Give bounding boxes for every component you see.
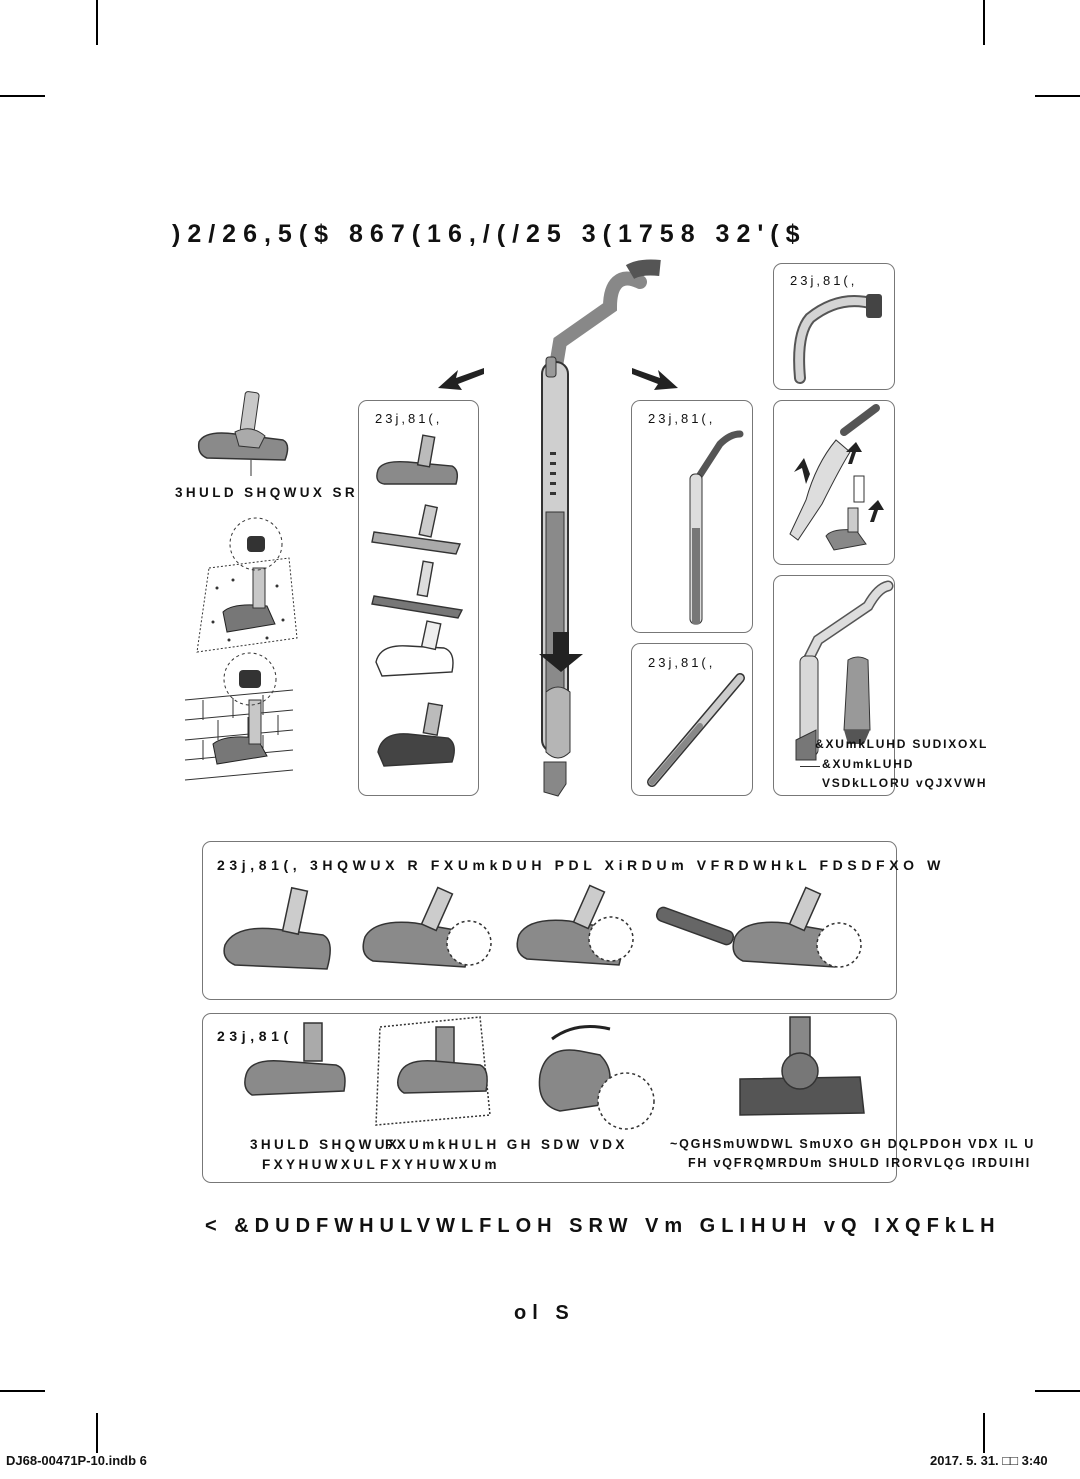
crop-mark-top-right-h xyxy=(1035,95,1080,97)
crop-mark-bottom-right-v xyxy=(983,1413,985,1453)
carpet-section-heading-wrap: 3HQWUX R FXUmkDUH PDL XiRDUm VFRDWHkL FD… xyxy=(310,853,1080,877)
telescopic-option-label: 23j,81(, xyxy=(648,655,716,670)
arrow-right-icon xyxy=(632,368,678,390)
turbo-label-right-2: FH vQFRQMRDUm SHULD IRORVLQG IRDUIHI xyxy=(688,1156,1032,1170)
crop-mark-bottom-left-v xyxy=(96,1413,98,1453)
crop-mark-top-left-h xyxy=(0,95,45,97)
telescopic-panel xyxy=(631,643,753,796)
floor-heads-illustration xyxy=(371,434,464,767)
crevice-label-3: VSDkLLORU vQJXVWH xyxy=(822,776,988,790)
crevice-leader-line xyxy=(800,766,820,767)
turbo-label-left-2: FXYHUWXUL xyxy=(262,1157,379,1172)
footer-date: 2017. 5. 31. □□ 3:40 xyxy=(930,1453,1048,1468)
carpet-section-heading: 3HQWUX R FXUmkDUH PDL XiRDUm VFRDWHkL FD… xyxy=(310,857,945,873)
turbo-section-option: 23j,81( xyxy=(217,1028,293,1044)
assembly-illustration xyxy=(789,404,884,551)
footer-file: DJ68-00471P-10.indb 6 xyxy=(6,1453,147,1468)
note-wrap: < &DUDFWHULVWLFLOH SRW Vm GLIHUH vQ IXQF… xyxy=(205,1212,1080,1242)
pipe-option-label: 23j,81(, xyxy=(648,411,716,426)
carpet-illustration xyxy=(196,517,298,653)
vacuum-pipe-illustration xyxy=(539,259,661,797)
crop-mark-bottom-right-h xyxy=(1035,1390,1080,1392)
turbo-right-wrap: ~QGHSmUWDWL SmUXO GH DQLPDOH VDX IL U FH… xyxy=(670,1132,1080,1176)
hose-option-label: 23j,81(, xyxy=(790,273,858,288)
turbo-brush-illustrations xyxy=(244,1016,865,1130)
wall-illustration xyxy=(184,652,294,781)
telescopic-pipe-illustration xyxy=(647,673,745,787)
crop-mark-top-left-v xyxy=(96,0,98,45)
floor-brush-illustration xyxy=(197,391,289,476)
crevice-label-2: &XUmkLUHD xyxy=(822,757,915,771)
carpet-brush-steps xyxy=(223,884,862,970)
pipe-panel-illustration xyxy=(689,430,744,625)
floor-heads-option-label: 23j,81(, xyxy=(375,411,443,426)
crop-mark-bottom-left-h xyxy=(0,1390,45,1392)
turbo-label-mid-2: FXYHUWXUm xyxy=(380,1157,500,1172)
hose-panel xyxy=(773,263,895,390)
hose-illustration xyxy=(793,294,882,384)
page-title: )2/26,5($ 867(16,/(/25 3(1758 32'($ xyxy=(172,220,807,248)
crevice-label-1: &XUmkLUHD SUDIXOXL xyxy=(815,737,989,751)
arrow-left-icon xyxy=(438,368,484,390)
floor-brush-label: 3HULD SHQWUX SRGHD xyxy=(175,485,399,500)
turbo-label-left-1: 3HULD SHQWUX xyxy=(250,1137,401,1152)
crevice-illustration xyxy=(795,580,894,761)
turbo-label-mid-1: FXUmkHULH GH SDW VDX xyxy=(385,1137,628,1152)
carpet-section-option: 23j,81(, xyxy=(217,857,302,873)
crevice-panel xyxy=(773,575,895,796)
page-number: ol S xyxy=(514,1302,575,1324)
turbo-label-right-1: ~QGHSmUWDWL SmUXO GH DQLPDOH VDX IL U xyxy=(670,1137,1036,1151)
note-text: < &DUDFWHULVWLFLOH SRW Vm GLIHUH vQ IXQF… xyxy=(205,1215,1001,1237)
crop-mark-top-right-v xyxy=(983,0,985,45)
